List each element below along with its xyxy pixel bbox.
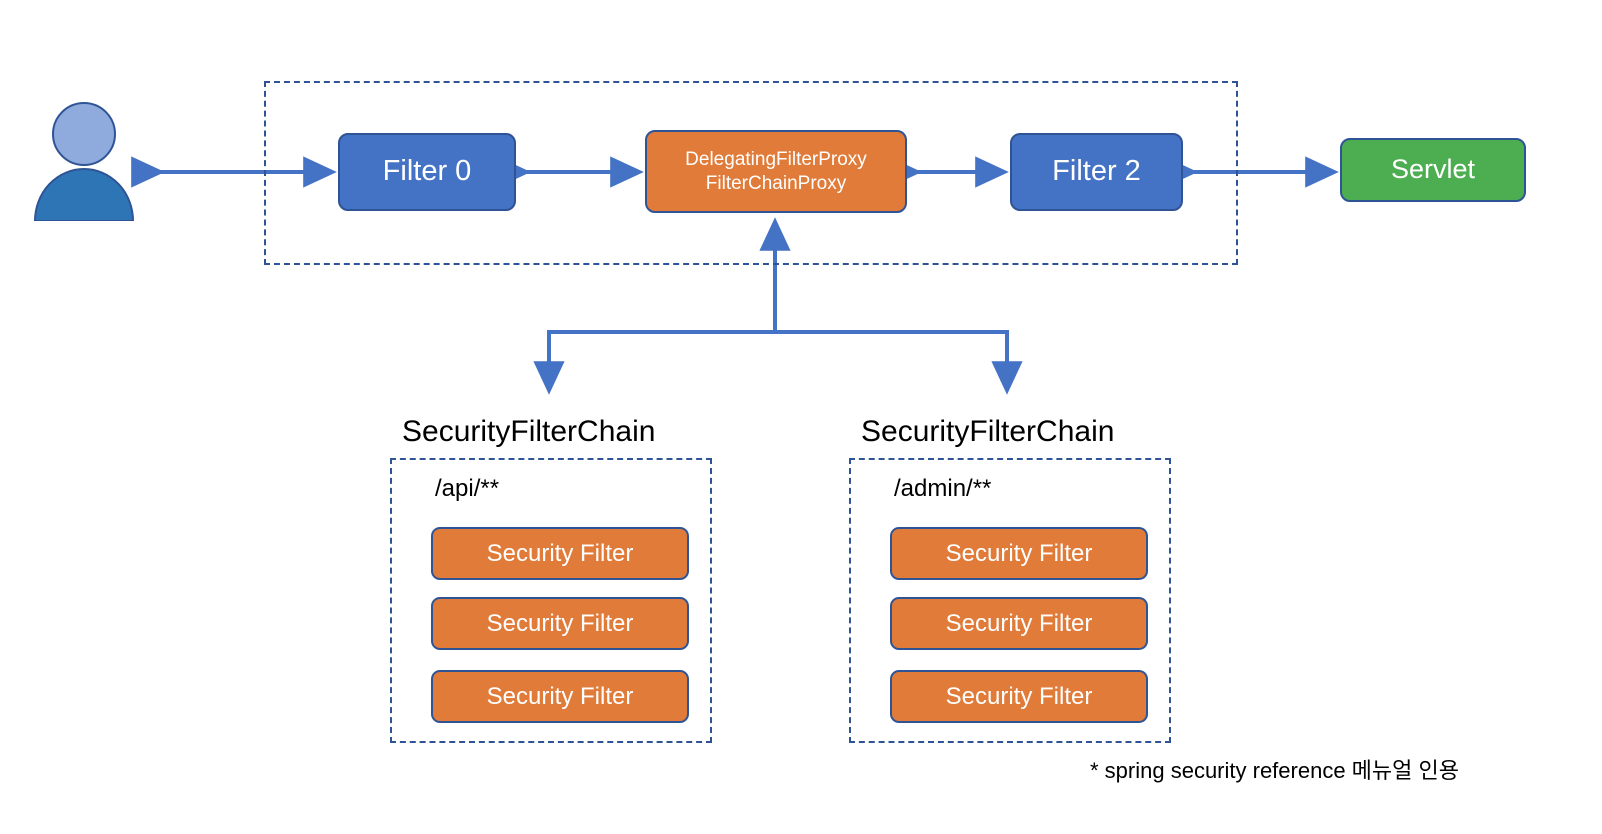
security-filter-item[interactable]: Security Filter <box>890 597 1148 650</box>
node-delegating-filter-proxy-label-1: DelegatingFilterProxy <box>685 148 867 170</box>
node-filter-0-label: Filter 0 <box>382 155 472 188</box>
security-filter-item[interactable]: Security Filter <box>431 597 689 650</box>
security-filter-chain-title-api: SecurityFilterChain <box>402 415 656 448</box>
security-filter-label: Security Filter <box>486 539 634 567</box>
node-filter-0[interactable]: Filter 0 <box>338 133 516 211</box>
security-filter-label: Security Filter <box>945 682 1093 710</box>
source-note: * spring security reference 메뉴얼 인용 <box>1090 758 1459 783</box>
security-filter-item[interactable]: Security Filter <box>431 527 689 580</box>
user-actor <box>30 101 138 222</box>
security-filter-label: Security Filter <box>945 539 1093 567</box>
security-filter-chain-title-admin: SecurityFilterChain <box>861 415 1115 448</box>
security-filter-chain-box-api <box>390 458 712 743</box>
security-filter-label: Security Filter <box>945 609 1093 637</box>
node-filter-2-label: Filter 2 <box>1052 155 1141 188</box>
security-filter-label: Security Filter <box>486 682 634 710</box>
security-filter-chain-pattern-api: /api/** <box>435 475 500 502</box>
security-filter-chain-box-admin <box>849 458 1171 743</box>
security-filter-item[interactable]: Security Filter <box>431 670 689 723</box>
security-filter-chain-pattern-admin: /admin/** <box>894 475 992 502</box>
node-servlet[interactable]: Servlet <box>1340 138 1526 202</box>
security-filter-item[interactable]: Security Filter <box>890 527 1148 580</box>
node-filter-2[interactable]: Filter 2 <box>1010 133 1183 211</box>
servlet-filter-chain-boundary <box>264 81 1238 265</box>
person-icon <box>33 102 135 222</box>
node-delegating-filter-proxy-label-2: FilterChainProxy <box>705 172 847 194</box>
security-filter-item[interactable]: Security Filter <box>890 670 1148 723</box>
security-filter-label: Security Filter <box>486 609 634 637</box>
node-delegating-filter-proxy[interactable]: DelegatingFilterProxy FilterChainProxy <box>645 130 907 213</box>
node-servlet-label: Servlet <box>1390 154 1476 185</box>
